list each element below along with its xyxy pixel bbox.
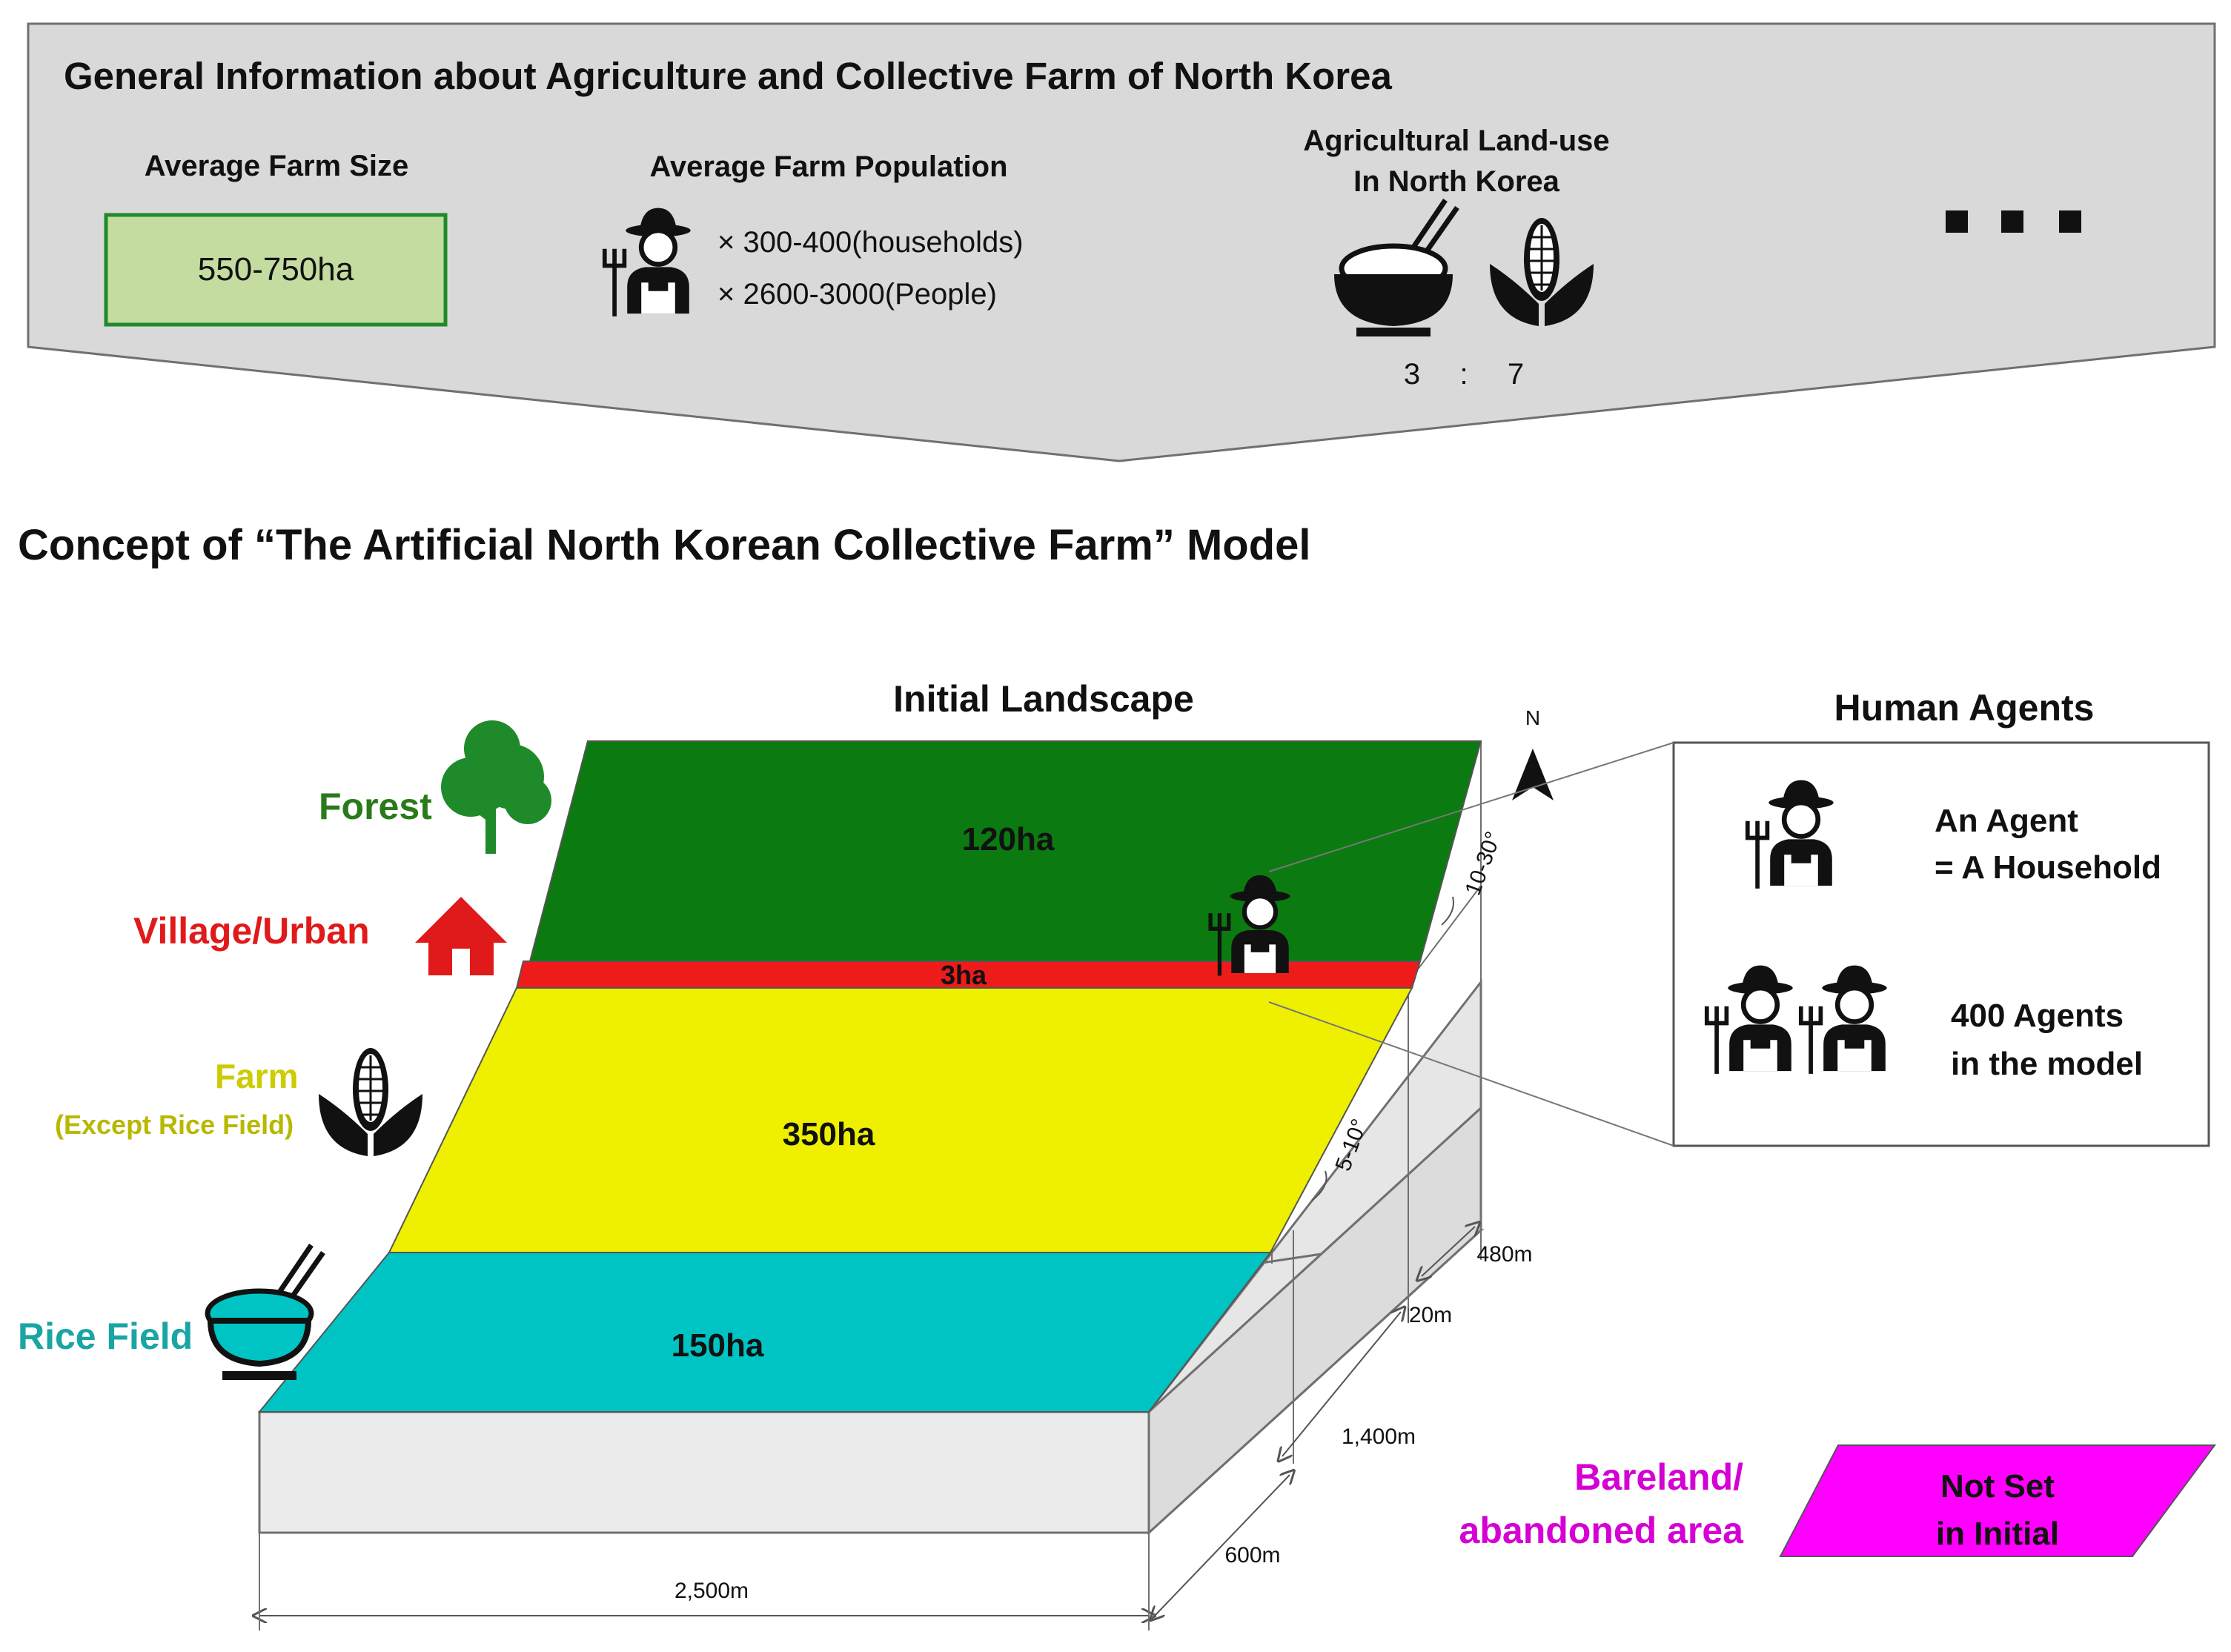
house-icon [415,897,507,975]
population-people: × 2600-3000(People) [717,278,997,311]
dim-depth-label: 600m [1224,1543,1280,1568]
bareland-label-line1: Bareland/ [1574,1456,1743,1498]
land-use-corn-ratio: 7 [1508,358,1524,391]
farm-area: 350ha [783,1116,875,1152]
agents-count-line1: 400 Agents [1951,998,2124,1034]
land-use-label-line2: In North Korea [1353,165,1560,198]
agent-line1: An Agent [1935,803,2078,839]
landscape-title: Initial Landscape [893,678,1194,720]
land-use-rice-ratio: 3 [1404,358,1420,391]
north-label: N [1525,706,1540,729]
population-households: × 300-400(households) [717,226,1024,259]
farm-label: Farm [215,1057,298,1095]
dim-1400-label: 1,400m [1342,1424,1416,1449]
bareland-label-line2: abandoned area [1459,1510,1745,1551]
village-label: Village/Urban [133,910,370,952]
info-banner [27,22,2216,462]
agents-box [1672,741,2210,1147]
bareland-box [1779,1444,2216,1557]
rice-field-bowl-icon [205,1244,325,1380]
village-area: 3ha [941,960,987,990]
agents-title: Human Agents [1834,687,2095,729]
farm-layer [388,987,1413,1253]
forest-label: Forest [319,786,432,827]
agent-line2: = A Household [1935,849,2161,886]
base-front [258,1410,1150,1534]
north-arrow-icon [1512,749,1554,800]
rice-field-layer [257,1252,1273,1413]
farm-size-value: 550-750ha [198,251,354,288]
tree-icon [441,720,551,854]
forest-area: 120ha [962,821,1055,857]
rice-field-area: 150ha [672,1327,764,1364]
rice-field-label: Rice Field [18,1316,193,1357]
farm-size-box [104,213,448,327]
farm-corn-icon [317,1046,424,1158]
bareland-box-line1: Not Set [1940,1468,2055,1505]
farm-sublabel: (Except Rice Field) [55,1109,294,1140]
farm-size-label: Average Farm Size [145,150,408,182]
land-use-separator: : [1459,358,1468,391]
dim-480-label: 480m [1476,1242,1532,1267]
dim-width-label: 2,500m [674,1579,749,1603]
concept-title: Concept of “The Artificial North Korean … [18,521,1311,569]
ellipsis-icon [1946,210,2081,233]
land-use-label-line1: Agricultural Land-use [1303,125,1609,157]
dim-20-label: 20m [1409,1303,1452,1327]
slope-upper-label: 10-30° [1461,829,1506,899]
population-label: Average Farm Population [649,150,1007,183]
bareland-box-line2: in Initial [1936,1516,2059,1552]
banner-title: General Information about Agriculture an… [64,55,1392,97]
agents-count-line2: in the model [1951,1046,2143,1082]
